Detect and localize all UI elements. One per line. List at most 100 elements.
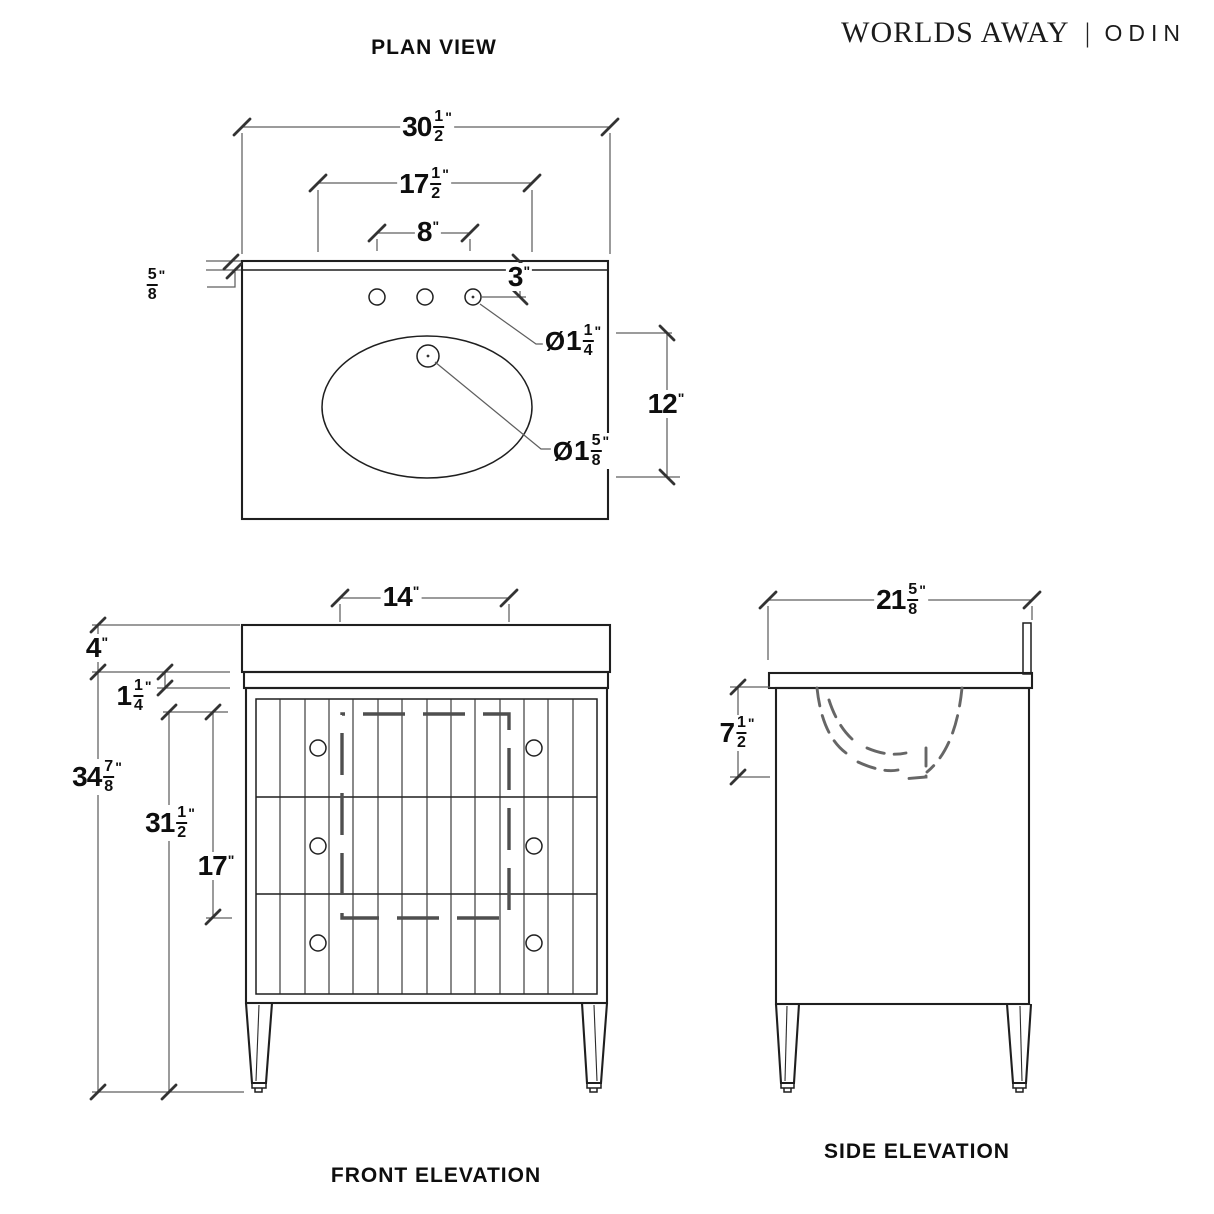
front-elevation-drawing [89, 588, 612, 1101]
dim-whole: 17 [197, 850, 228, 881]
dim-unit: " [412, 583, 420, 599]
tick-marks [330, 588, 519, 608]
brand-header: WORLDS AWAY | ODIN [841, 16, 1186, 50]
dim-unit: " [442, 166, 449, 182]
dim-whole: 12 [647, 388, 678, 419]
dim-denominator: 2 [434, 128, 444, 145]
plan-view-title: PLAN VIEW [371, 36, 497, 59]
faucet-hole-left [368, 288, 386, 306]
dim-unit: " [523, 263, 531, 279]
side-elevation-drawing [729, 590, 1042, 1093]
drain-hole [416, 344, 440, 368]
cabinet-side-panel [774, 686, 1031, 1006]
front-legs [244, 1002, 609, 1093]
leader-faucet-hole-diameter [479, 303, 546, 345]
tick-marks [758, 590, 1042, 610]
dim-unit: " [594, 323, 602, 339]
dim-whole: 3 [507, 261, 524, 292]
dim-whole: 14 [382, 581, 413, 612]
dim-unit: " [115, 759, 122, 775]
dim-numerator: 5 [590, 433, 602, 452]
brand-name: WORLDS AWAY [841, 16, 1070, 49]
dim-unit: " [919, 582, 926, 598]
countertop-side-profile [767, 671, 1034, 690]
front-elevation-title: FRONT ELEVATION [330, 1164, 542, 1187]
side-elevation-title: SIDE ELEVATION [824, 1140, 1010, 1163]
dim-unit: " [188, 805, 195, 821]
dim-denominator: 8 [147, 286, 157, 303]
dim-numerator: 5 [146, 267, 158, 286]
tick-marks [156, 663, 174, 697]
dim-unit: " [144, 678, 152, 694]
dim-unit: " [101, 634, 109, 650]
dim-whole: 17 [399, 168, 429, 199]
dim-plan-basin-depth: 12 " [645, 388, 687, 419]
dim-whole: 34 [72, 761, 102, 792]
dim-numerator: 1 [736, 715, 747, 734]
dim-whole: 1 [574, 435, 590, 466]
dim-unit: " [432, 218, 440, 234]
drain-center-mark [426, 354, 430, 358]
dim-numerator: 1 [433, 109, 445, 128]
dim-whole: 4 [85, 632, 102, 663]
dim-front-cutout-height: 17 " [195, 850, 237, 881]
tick-marks [658, 324, 676, 486]
backsplash-side-profile [1022, 622, 1032, 675]
dim-line-top-thickness [92, 671, 230, 689]
dim-numerator: 7 [103, 759, 115, 778]
dim-denominator: 8 [104, 778, 114, 795]
dim-unit: " [227, 852, 235, 868]
cabinet-body [244, 686, 609, 1005]
diameter-symbol: Ø [544, 326, 566, 356]
dim-whole: 7 [719, 717, 735, 748]
dim-numerator: 1 [176, 805, 188, 824]
dim-denominator: 8 [591, 452, 601, 469]
brand-model: ODIN [1104, 19, 1186, 46]
dim-denominator: 8 [908, 601, 918, 618]
dim-line-cutout-height [206, 712, 232, 919]
dim-front-cutout-width: 14 " [380, 581, 422, 612]
tick-marks [222, 253, 243, 280]
dim-whole: 21 [876, 584, 906, 615]
dim-numerator: 1 [133, 678, 144, 697]
dim-front-backsplash-height: 4 " [83, 632, 111, 663]
drawer-knobs [309, 739, 543, 952]
dim-plan-faucet-spread: 8 " [414, 218, 442, 246]
dim-leader-counter-thickness [206, 260, 241, 288]
tick-marks [232, 117, 620, 137]
leader-drain-diameter [434, 361, 552, 450]
countertop-trim-band [242, 670, 610, 690]
sink-basin-oval [321, 335, 533, 479]
dim-line-backsplash-height [92, 624, 240, 672]
dim-unit: " [677, 390, 685, 406]
dim-numerator: 5 [907, 582, 919, 601]
faucet-hole-right [464, 288, 482, 306]
dim-denominator: 2 [737, 734, 746, 751]
tick-marks [308, 173, 542, 193]
brand-divider: | [1085, 17, 1091, 48]
dim-numerator: 1 [430, 166, 442, 185]
tick-marks [89, 1083, 178, 1101]
countertop-outline [240, 259, 610, 521]
tick-marks [204, 908, 222, 926]
plan-view-drawing [206, 117, 680, 521]
dim-whole: 1 [116, 680, 132, 711]
dim-whole: 30 [402, 111, 432, 142]
dim-unit: " [445, 109, 452, 125]
dim-denominator: 2 [431, 185, 441, 202]
